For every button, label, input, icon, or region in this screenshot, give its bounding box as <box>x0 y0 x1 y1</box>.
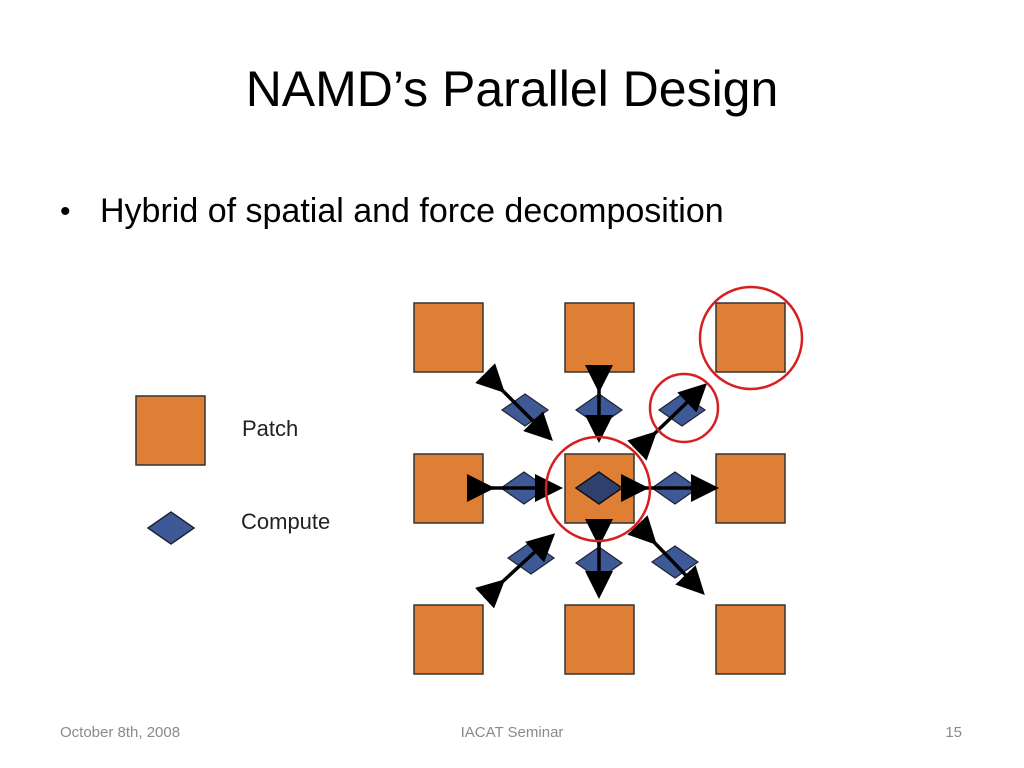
footer-page-number: 15 <box>945 724 962 741</box>
legend-compute-label: Compute <box>241 509 331 534</box>
patch-bottom-right <box>715 604 786 675</box>
patch-top-center <box>564 302 635 373</box>
patch-top-right <box>715 302 786 373</box>
legend-compute-diamond <box>146 511 196 545</box>
arrow-top-left <box>475 363 553 441</box>
legend-patch-label: Patch <box>242 416 299 441</box>
patch-bottom-center <box>564 604 635 675</box>
highlight-circle-center <box>544 435 652 543</box>
patch-middle-right <box>715 453 786 524</box>
bullet-item: • Hybrid of spatial and force decomposit… <box>60 192 724 231</box>
bullet-text: Hybrid of spatial and force decompositio… <box>100 192 724 230</box>
arrow-bottom-left <box>475 533 556 609</box>
legend-patch-square <box>135 395 206 466</box>
arrow-bottom-right <box>627 515 705 596</box>
patch-middle-left <box>413 453 484 524</box>
patch-top-left <box>413 302 484 373</box>
footer-date: October 8th, 2008 <box>60 724 181 741</box>
slide-title: NAMD’s Parallel Design <box>245 61 779 117</box>
bullet-dot-icon: • <box>60 194 71 228</box>
highlight-circle-top-right-compute <box>648 372 720 444</box>
highlight-circle-top-right-patch <box>698 285 804 391</box>
footer-event: IACAT Seminar <box>460 724 564 741</box>
arrow-top-right <box>627 383 708 461</box>
patch-bottom-left <box>413 604 484 675</box>
